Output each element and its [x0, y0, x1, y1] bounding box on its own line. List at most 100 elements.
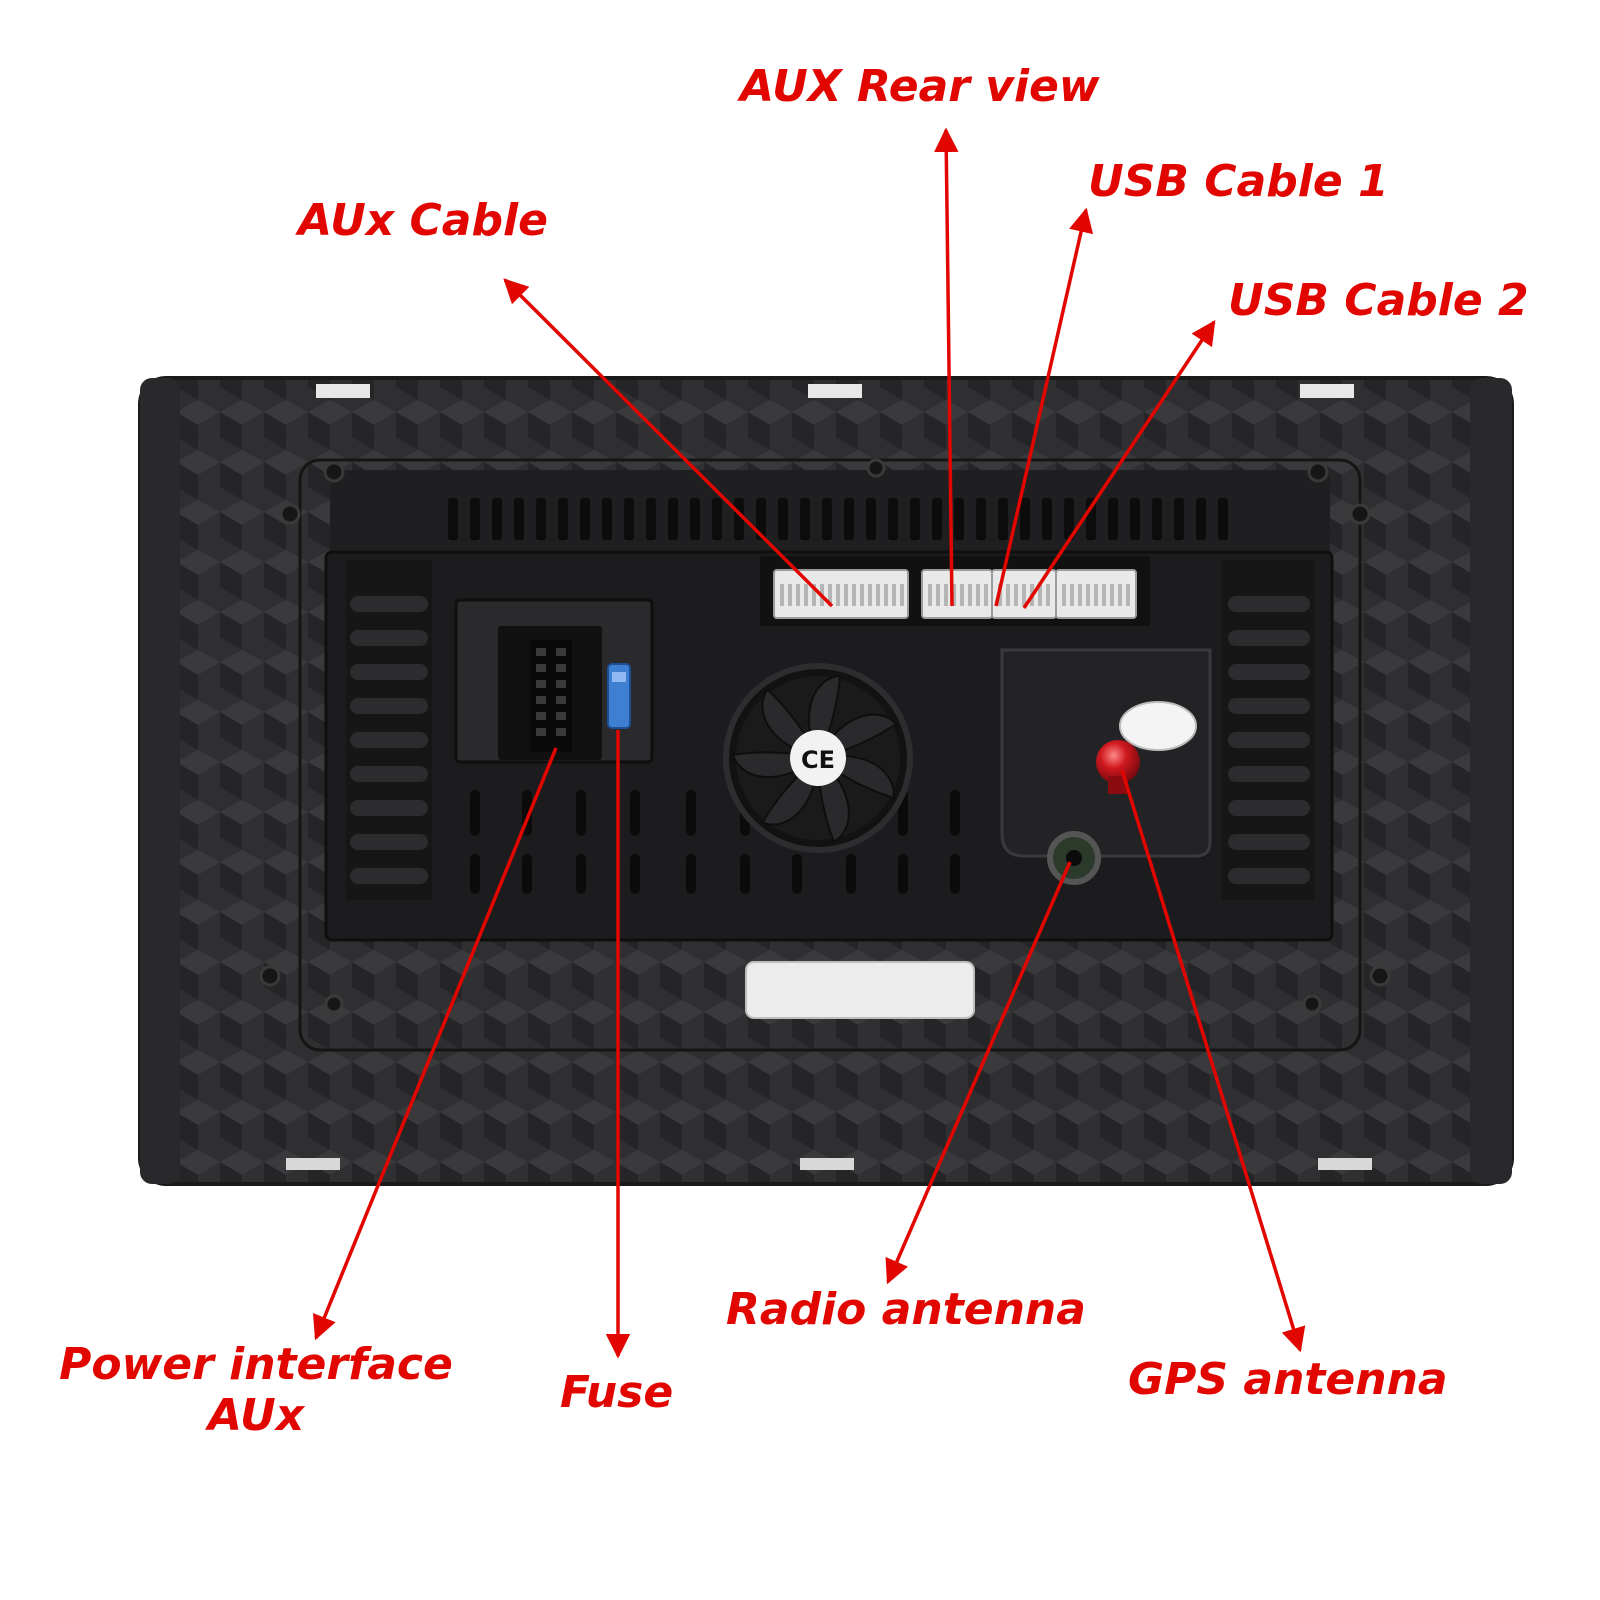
- connector-pin: [1062, 584, 1066, 606]
- top-clip-center: [808, 384, 862, 398]
- vent-slot: [536, 498, 546, 540]
- power-pin: [556, 664, 566, 672]
- fuse[interactable]: [607, 663, 631, 729]
- connector-pin: [828, 584, 832, 606]
- heat-fin: [350, 630, 428, 646]
- heat-fin: [1228, 596, 1310, 612]
- connector-pin: [860, 584, 864, 606]
- connector-pin: [1126, 584, 1130, 606]
- bottom-clip-right: [1318, 1158, 1372, 1170]
- chassis-slot: [576, 854, 586, 894]
- connector-pin: [796, 584, 800, 606]
- heat-fin: [1228, 732, 1310, 748]
- antenna-panel: [1000, 648, 1212, 885]
- vent-slot: [712, 498, 722, 540]
- ce-mark: CE: [801, 746, 835, 774]
- label-fuse: Fuse: [560, 1367, 674, 1418]
- arrow-gps-antenna: [1120, 769, 1306, 1353]
- top-clip-right: [1300, 384, 1354, 398]
- connector-pin: [1022, 584, 1026, 606]
- chassis-slot: [792, 854, 802, 894]
- vent-slot: [844, 498, 854, 540]
- vent-slot: [778, 498, 788, 540]
- connector-pin: [780, 584, 784, 606]
- vent-slot: [888, 498, 898, 540]
- gps-antenna-port[interactable]: [1096, 740, 1140, 784]
- heat-fin: [1228, 868, 1310, 884]
- chassis-slot: [950, 854, 960, 894]
- top-clip-left: [316, 384, 370, 398]
- power-pin: [556, 648, 566, 656]
- label-aux-cable: AUx Cable: [298, 195, 548, 246]
- heat-fin: [350, 834, 428, 850]
- connector-pin: [844, 584, 848, 606]
- vent-slot: [602, 498, 612, 540]
- connector-pin: [884, 584, 888, 606]
- vent-slot: [756, 498, 766, 540]
- heat-fin: [1228, 698, 1310, 714]
- sticker: [1119, 701, 1197, 751]
- vent-slot: [1196, 498, 1206, 540]
- label-radio-antenna: Radio antenna: [726, 1284, 1086, 1335]
- heat-fin: [1228, 834, 1310, 850]
- power-pin: [556, 728, 566, 736]
- connector-pin: [984, 584, 988, 606]
- label-power-interface-line1: Power interface: [59, 1339, 453, 1390]
- arrow-radio-antenna: [885, 861, 1072, 1285]
- chassis-slot: [686, 790, 696, 836]
- connector-pin: [1014, 584, 1018, 606]
- power-pin: [556, 696, 566, 704]
- connector-pin: [892, 584, 896, 606]
- power-pin: [556, 712, 566, 720]
- vent-slot: [822, 498, 832, 540]
- connector-pin: [1078, 584, 1082, 606]
- connector-pin: [976, 584, 980, 606]
- connector-pin: [868, 584, 872, 606]
- chassis-slot: [630, 790, 640, 836]
- vent-slot: [690, 498, 700, 540]
- connector-pin: [876, 584, 880, 606]
- connector-pin: [1006, 584, 1010, 606]
- power-pin: [536, 712, 546, 720]
- label-power-interface: Power interface AUx: [46, 1339, 466, 1441]
- power-pin: [536, 648, 546, 656]
- annotation-arrows: [312, 127, 1306, 1359]
- label-power-interface-line2: AUx: [207, 1389, 305, 1441]
- connector-pin: [1070, 584, 1074, 606]
- connector-block: [760, 556, 1150, 626]
- vent-slot: [1042, 498, 1052, 540]
- power-pin: [536, 728, 546, 736]
- chassis-slot: [470, 790, 480, 836]
- connector-pin: [1102, 584, 1106, 606]
- chassis-slot: [576, 790, 586, 836]
- connector-pin: [928, 584, 932, 606]
- aux-rear-view-connector[interactable]: [921, 569, 993, 619]
- connector-pin: [952, 584, 956, 606]
- connector-pin: [960, 584, 964, 606]
- chassis-slot: [470, 854, 480, 894]
- connector-pin: [1086, 584, 1090, 606]
- vent-slot: [448, 498, 458, 540]
- connector-pin: [968, 584, 972, 606]
- vent-slot: [932, 498, 942, 540]
- power-interface[interactable]: [454, 598, 654, 764]
- cooling-fan: CE: [723, 663, 913, 853]
- vent-slot: [668, 498, 678, 540]
- connector-pin: [836, 584, 840, 606]
- connector-pin: [944, 584, 948, 606]
- chassis-slot: [686, 854, 696, 894]
- vent-slot: [1130, 498, 1140, 540]
- arrow-usb-cable-2: [1022, 319, 1216, 609]
- connector-pin: [804, 584, 808, 606]
- chassis-slot: [846, 854, 856, 894]
- vent-slot: [1108, 498, 1118, 540]
- vent-slot: [558, 498, 568, 540]
- power-pin: [536, 664, 546, 672]
- power-pin: [536, 680, 546, 688]
- chassis-slot: [740, 854, 750, 894]
- mounting-screws: [259, 458, 1391, 1014]
- vent-slot: [580, 498, 590, 540]
- vent-slot: [800, 498, 810, 540]
- chassis-slot: [522, 854, 532, 894]
- heat-fin: [350, 732, 428, 748]
